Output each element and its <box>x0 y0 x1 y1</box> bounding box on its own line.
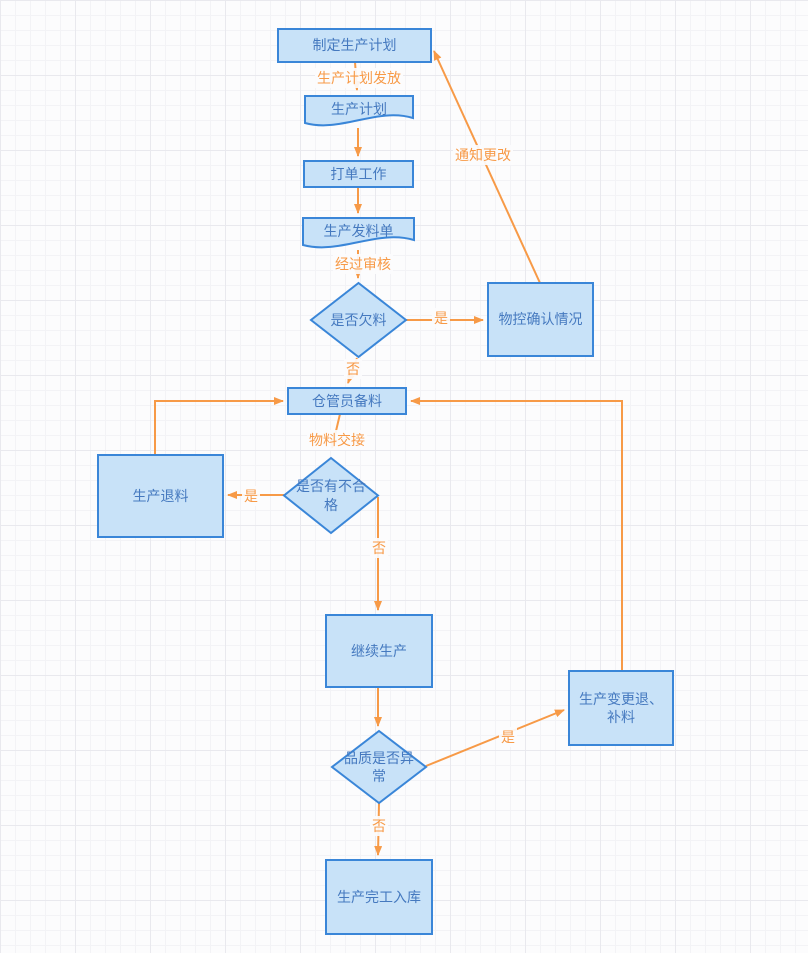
node-finish-in-shape[interactable] <box>325 859 433 935</box>
node-make-plan-shape[interactable] <box>277 28 432 63</box>
edge-notify-change[interactable] <box>433 50 541 284</box>
node-material-control-shape[interactable] <box>487 282 594 357</box>
node-unqualified-decision-shape[interactable] <box>282 456 380 535</box>
node-print-order-shape[interactable] <box>303 160 414 188</box>
node-change-return-shape[interactable] <box>568 670 674 746</box>
node-shortage-decision-shape[interactable] <box>309 281 408 359</box>
edge-quality-no[interactable] <box>374 802 383 856</box>
edge-return-to-warehouse[interactable] <box>154 397 284 455</box>
edge-changereturn-to-warehouse[interactable] <box>410 397 623 671</box>
node-return-material-shape[interactable] <box>97 454 224 538</box>
node-warehouse-shape[interactable] <box>287 387 407 415</box>
edge-material-handover[interactable] <box>330 413 341 449</box>
edge-quality-yes[interactable] <box>425 709 565 767</box>
node-quality-decision-shape[interactable] <box>330 729 428 805</box>
node-continue-prod-shape[interactable] <box>325 614 433 688</box>
node-issue-doc-shape[interactable] <box>302 217 415 249</box>
edge-shortage-no[interactable] <box>347 357 358 384</box>
edge-plan-to-plandoc[interactable] <box>352 61 361 91</box>
node-plan-doc-shape[interactable] <box>304 95 414 127</box>
